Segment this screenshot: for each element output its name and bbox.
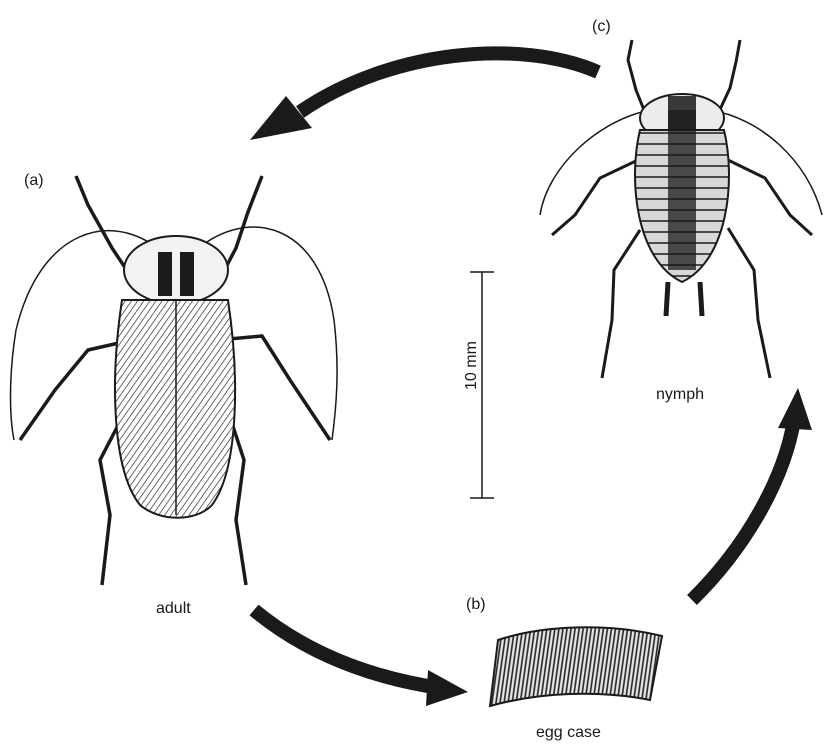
egg-case-illustration <box>490 627 662 706</box>
egg-case-name-label: egg case <box>536 724 601 742</box>
arrow-nymph-to-adult <box>250 53 598 140</box>
nymph-marker-label: (c) <box>592 18 611 36</box>
egg-case-marker-label: (b) <box>466 596 486 614</box>
arrow-egg-case-to-nymph <box>692 388 812 600</box>
nymph-illustration <box>540 40 822 378</box>
adult-cockroach-illustration <box>11 176 338 585</box>
adult-marker-label: (a) <box>24 172 44 190</box>
arrow-adult-to-egg-case <box>254 610 468 706</box>
nymph-name-label: nymph <box>656 386 704 404</box>
adult-name-label: adult <box>156 600 191 618</box>
scale-bar-label: 10 mm <box>462 350 482 390</box>
